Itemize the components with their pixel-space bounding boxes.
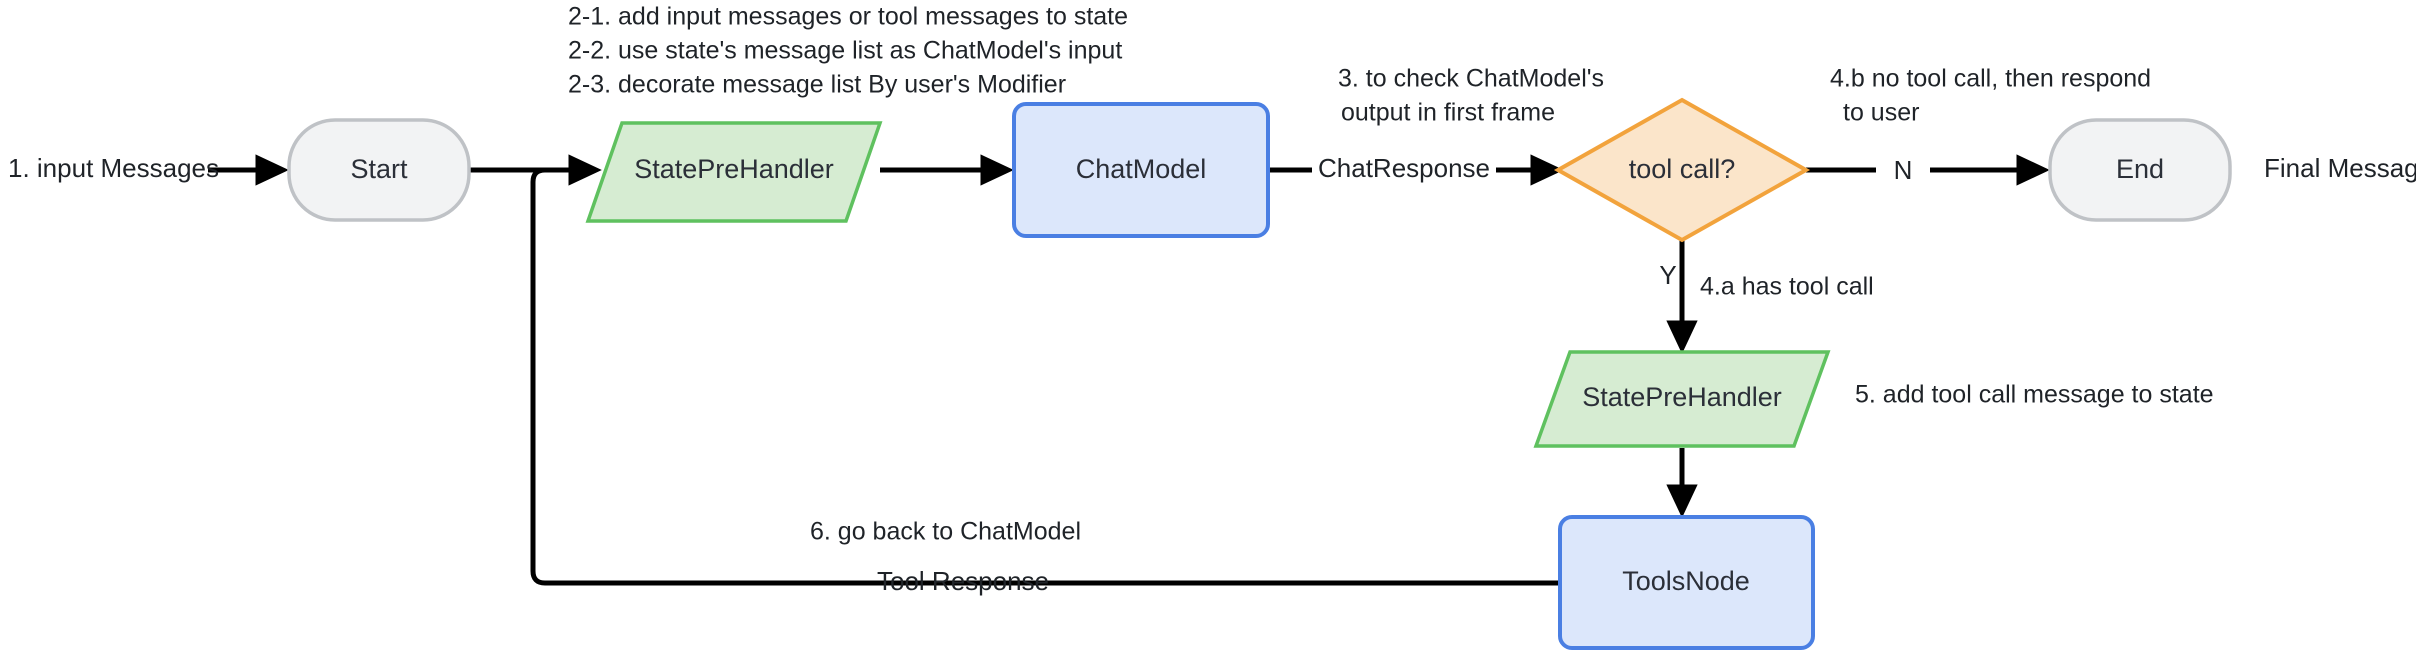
annotation-step-2-3: 2-3. decorate message list By user's Mod… (568, 71, 1066, 99)
annotation-step-5: 5. add tool call message to state (1855, 381, 2214, 409)
edge-label-branch-yes: Y (1659, 260, 1676, 290)
node-start-label: Start (350, 154, 408, 184)
annotation-step-4b-line-1: 4.b no tool call, then respond (1830, 65, 2151, 93)
node-state-pre-handler-bottom-label: StatePreHandler (1582, 382, 1782, 412)
edge-label-input-messages: 1. input Messages (8, 153, 219, 183)
node-chat-model[interactable]: ChatModel (1012, 102, 1270, 238)
edge-label-branch-no: N (1894, 155, 1913, 185)
node-start[interactable]: Start (287, 118, 471, 222)
node-tools-node-label: ToolsNode (1622, 566, 1750, 596)
edge-label-final-message: Final Message (2264, 153, 2416, 183)
annotation-step-2-1: 2-1. add input messages or tool messages… (568, 3, 1128, 31)
annotation-step-3-line-1: 3. to check ChatModel's (1338, 65, 1604, 93)
node-state-pre-handler-top[interactable]: StatePreHandler (585, 121, 883, 223)
node-end-label: End (2116, 154, 2164, 184)
node-tool-call-decision-label: tool call? (1629, 154, 1736, 184)
node-state-pre-handler-bottom[interactable]: StatePreHandler (1533, 350, 1831, 448)
node-chat-model-label: ChatModel (1076, 154, 1207, 184)
annotation-step-4b-line-2: to user (1843, 99, 1919, 127)
annotation-step-4a: 4.a has tool call (1700, 273, 1874, 301)
node-tool-call-decision[interactable]: tool call? (1553, 97, 1811, 243)
edge-label-chat-response: ChatResponse (1318, 153, 1490, 183)
annotation-step-2-2: 2-2. use state's message list as ChatMod… (568, 37, 1122, 65)
annotation-step-6: 6. go back to ChatModel (810, 518, 1081, 546)
edge-label-tool-response: Tool Response (877, 566, 1049, 596)
annotation-step-3-line-2: output in first frame (1341, 99, 1555, 127)
node-end[interactable]: End (2048, 118, 2232, 222)
node-state-pre-handler-top-label: StatePreHandler (634, 154, 834, 184)
edge-toolsnode-feedback-loop (530, 167, 1560, 586)
node-tools-node[interactable]: ToolsNode (1558, 515, 1815, 650)
